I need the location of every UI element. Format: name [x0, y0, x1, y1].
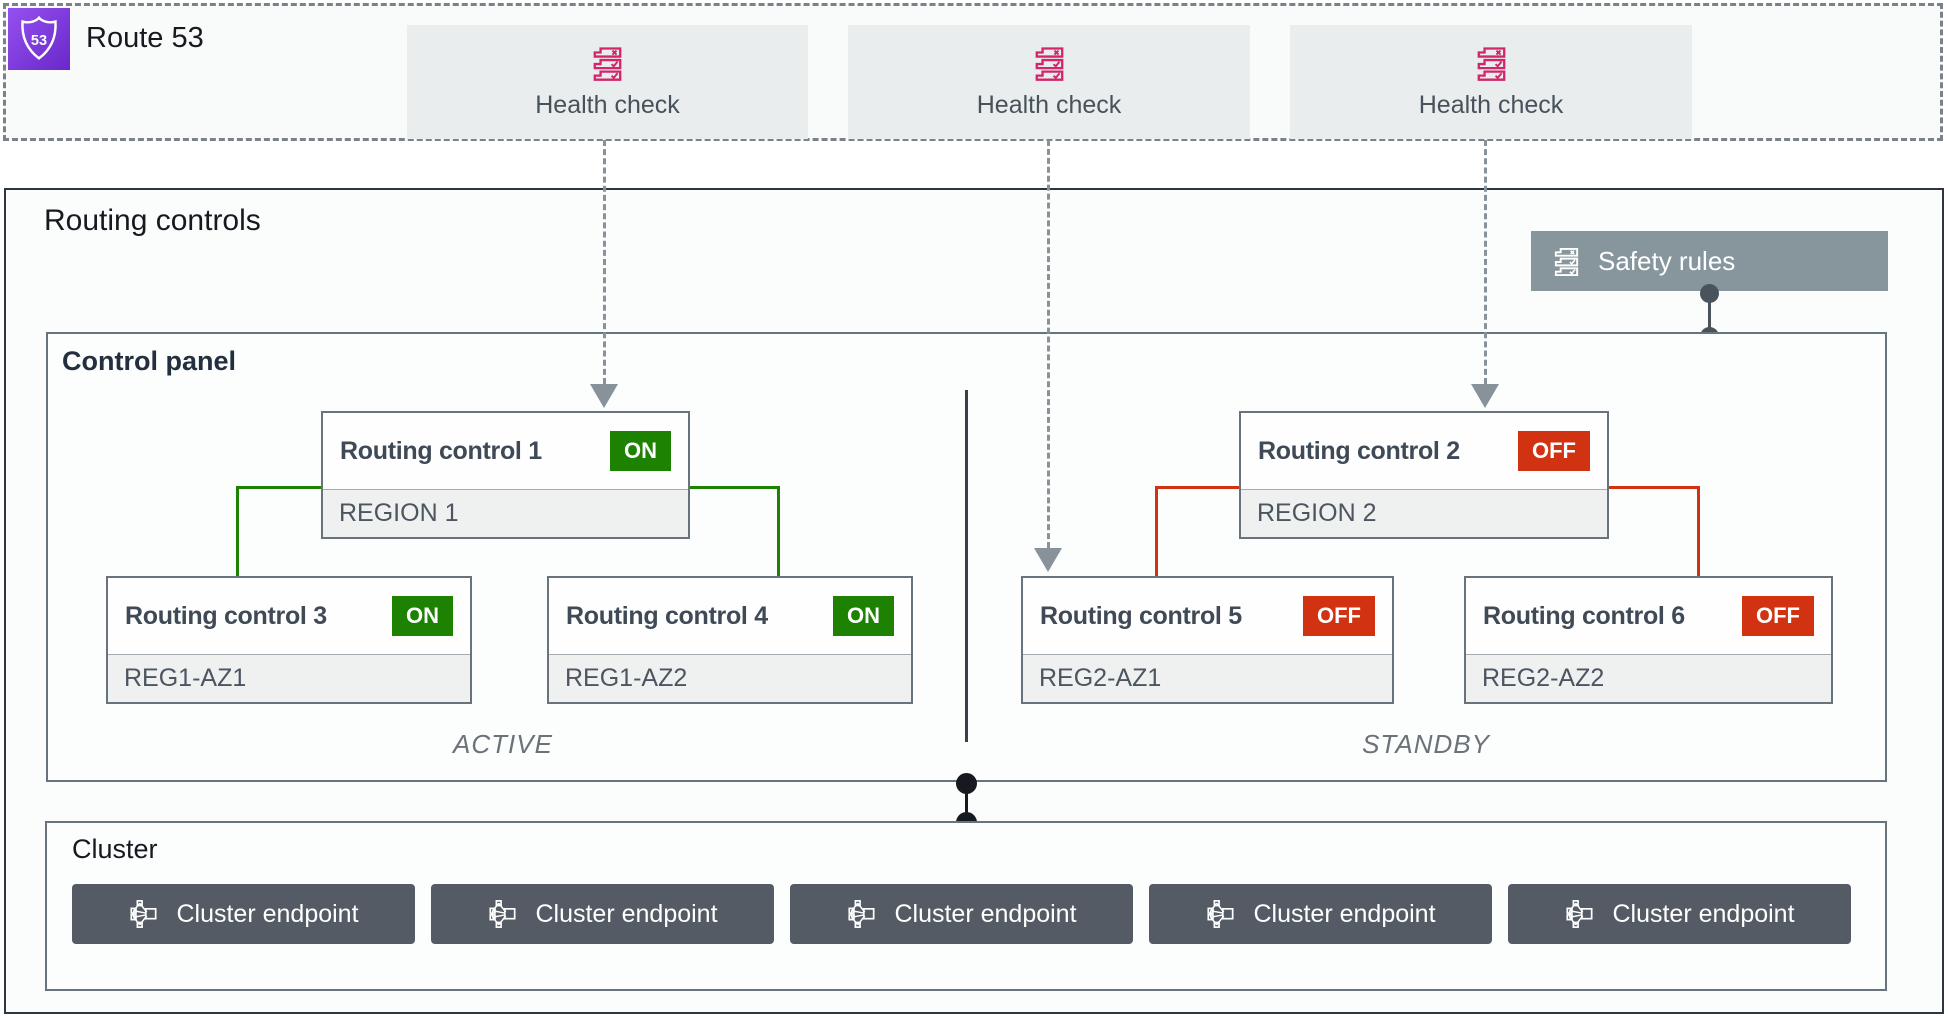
routing-control-3-node[interactable]: Routing control 3 ON REG1-AZ1 [106, 576, 472, 704]
cluster-endpoint-button[interactable]: Cluster endpoint [431, 884, 774, 944]
zone-label: REG2-AZ1 [1039, 664, 1162, 692]
cluster-endpoint-button[interactable]: Cluster endpoint [790, 884, 1133, 944]
routing-control-header: Routing control 2 OFF [1241, 413, 1607, 490]
route53-shield-number: 53 [31, 33, 47, 49]
cluster-endpoint-icon [1564, 899, 1594, 929]
cluster-endpoint-label: Cluster endpoint [535, 899, 718, 928]
routing-control-header: Routing control 1 ON [323, 413, 688, 490]
active-standby-divider [965, 390, 968, 742]
state-badge[interactable]: OFF [1742, 596, 1814, 636]
health-check-icon [1031, 45, 1068, 82]
state-badge[interactable]: ON [833, 596, 894, 636]
routing-control-name: Routing control 1 [340, 436, 542, 465]
routing-control-6-node[interactable]: Routing control 6 OFF REG2-AZ2 [1464, 576, 1833, 704]
zone-row: REG1-AZ2 [549, 655, 911, 702]
route53-label: Route 53 [86, 22, 204, 54]
state-badge[interactable]: OFF [1518, 431, 1590, 471]
standby-connector-line [1155, 486, 1158, 576]
active-label: ACTIVE [453, 729, 553, 759]
standby-connector-line [1697, 486, 1700, 576]
routing-control-header: Routing control 5 OFF [1023, 578, 1392, 655]
zone-row: REGION 1 [323, 490, 688, 537]
zone-label: REG1-AZ2 [565, 664, 688, 692]
zone-label: REGION 1 [339, 499, 459, 527]
routing-control-header: Routing control 3 ON [108, 578, 470, 655]
routing-control-1-node[interactable]: Routing control 1 ON REGION 1 [321, 411, 690, 539]
panel-cluster-connector-line [965, 783, 968, 823]
safety-rules-icon [1551, 246, 1582, 277]
connector-dot [956, 773, 977, 794]
route53-icon: 53 [8, 8, 70, 70]
routing-control-2-node[interactable]: Routing control 2 OFF REGION 2 [1239, 411, 1609, 539]
state-badge[interactable]: ON [610, 431, 671, 471]
active-connector-line [236, 486, 321, 489]
health-check-arrow-line [1484, 140, 1487, 384]
cluster-endpoint-label: Cluster endpoint [1253, 899, 1436, 928]
health-check-node[interactable]: Health check [1290, 25, 1692, 139]
routing-control-5-node[interactable]: Routing control 5 OFF REG2-AZ1 [1021, 576, 1394, 704]
cluster-endpoint-icon [846, 899, 876, 929]
cluster-endpoint-label: Cluster endpoint [894, 899, 1077, 928]
routing-control-name: Routing control 2 [1258, 436, 1460, 465]
active-connector-line [690, 486, 780, 489]
routing-control-name: Routing control 3 [125, 601, 327, 630]
routing-control-4-node[interactable]: Routing control 4 ON REG1-AZ2 [547, 576, 913, 704]
standby-label: STANDBY [1362, 729, 1490, 759]
safety-rules-connector-line [1708, 292, 1711, 338]
cluster-endpoint-label: Cluster endpoint [176, 899, 359, 928]
routing-controls-title: Routing controls [44, 204, 261, 237]
zone-row: REG2-AZ1 [1023, 655, 1392, 702]
active-connector-line [236, 486, 239, 576]
cluster-title: Cluster [72, 834, 158, 864]
cluster-endpoint-button[interactable]: Cluster endpoint [1508, 884, 1851, 944]
cluster-endpoint-button[interactable]: Cluster endpoint [1149, 884, 1492, 944]
control-panel-title: Control panel [62, 346, 236, 376]
arrowhead-icon [1471, 384, 1499, 408]
routing-control-header: Routing control 4 ON [549, 578, 911, 655]
active-connector-line [777, 486, 780, 576]
health-check-node[interactable]: Health check [407, 25, 808, 139]
health-check-label: Health check [976, 90, 1122, 119]
health-check-icon [589, 45, 626, 82]
zone-row: REGION 2 [1241, 490, 1607, 537]
safety-rules-label: Safety rules [1598, 245, 1736, 276]
zone-row: REG2-AZ2 [1466, 655, 1831, 702]
zone-label: REG1-AZ1 [124, 664, 247, 692]
health-check-arrow-line [1047, 140, 1050, 548]
routing-control-name: Routing control 5 [1040, 601, 1242, 630]
routing-control-name: Routing control 4 [566, 601, 768, 630]
health-check-label: Health check [535, 90, 680, 119]
zone-row: REG1-AZ1 [108, 655, 470, 702]
zone-label: REGION 2 [1257, 499, 1377, 527]
zone-label: REG2-AZ2 [1482, 664, 1605, 692]
state-badge[interactable]: OFF [1303, 596, 1375, 636]
health-check-arrow-line [603, 140, 606, 384]
connector-dot [1700, 284, 1719, 303]
health-check-label: Health check [1418, 90, 1564, 119]
standby-connector-line [1609, 486, 1700, 489]
state-badge[interactable]: ON [392, 596, 453, 636]
cluster-endpoint-icon [487, 899, 517, 929]
cluster-endpoint-label: Cluster endpoint [1612, 899, 1795, 928]
routing-control-name: Routing control 6 [1483, 601, 1685, 630]
cluster-endpoint-button[interactable]: Cluster endpoint [72, 884, 415, 944]
health-check-node[interactable]: Health check [848, 25, 1250, 139]
routing-control-header: Routing control 6 OFF [1466, 578, 1831, 655]
safety-rules-button[interactable]: Safety rules [1531, 231, 1888, 291]
standby-connector-line [1155, 486, 1239, 489]
arrowhead-icon [1034, 548, 1062, 572]
cluster-endpoint-icon [1205, 899, 1235, 929]
cluster-endpoint-icon [128, 899, 158, 929]
health-check-icon [1473, 45, 1510, 82]
arrowhead-icon [590, 384, 618, 408]
